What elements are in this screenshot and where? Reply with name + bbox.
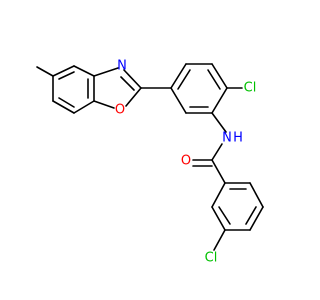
bond-ring2-1-inner (177, 69, 191, 90)
bond-oxazole-n-c2-inner (120, 76, 135, 91)
bond-ring2-1 (170, 63, 187, 89)
bond-methyl (36, 66, 54, 77)
atom-h-amide: H (233, 131, 243, 146)
bond-oxazole-o-c7a (93, 100, 115, 109)
bond-oxazole-n-c2 (123, 69, 142, 89)
bond-ring2-3 (211, 63, 228, 89)
bond-ring3-6 (211, 182, 226, 208)
bond-ring2-3-inner (207, 69, 221, 90)
bond-benzo-5-inner (58, 97, 75, 108)
molecule-structure: N O Cl N H O Cl (36, 59, 264, 266)
bond-ring3-5 (211, 206, 226, 231)
bond-ring2-6 (170, 87, 187, 114)
bond-benzo-2 (73, 65, 95, 77)
bond-benzo-5 (52, 100, 75, 114)
atom-o-oxazole: O (115, 103, 125, 118)
atom-cl-bottom: Cl (205, 251, 218, 266)
bond-ring3-5-inner (218, 206, 231, 225)
bond-ring3-2 (249, 182, 264, 208)
bond-ring2-4 (211, 87, 228, 114)
bond-oxazole-c3a-n (93, 67, 119, 77)
atom-cl-top: Cl (244, 81, 257, 96)
atom-n-oxazole: N (117, 59, 127, 74)
bond-benzo-4 (73, 100, 95, 114)
bond-carbonyl-ring (211, 159, 226, 184)
bond-ring3-3-inner (245, 206, 257, 225)
bond-oxazole-c2-o (125, 87, 142, 107)
bond-n-carbonyl (211, 143, 223, 161)
bond-ring2-n (211, 112, 227, 133)
bond-benzo-1 (52, 65, 75, 77)
bond-cl-bottom (213, 229, 226, 251)
bond-ring3-3 (249, 206, 264, 231)
atom-o-carbonyl: O (181, 154, 191, 169)
atom-n-amide: N (222, 131, 232, 146)
bond-benzo-1-inner (58, 71, 75, 80)
